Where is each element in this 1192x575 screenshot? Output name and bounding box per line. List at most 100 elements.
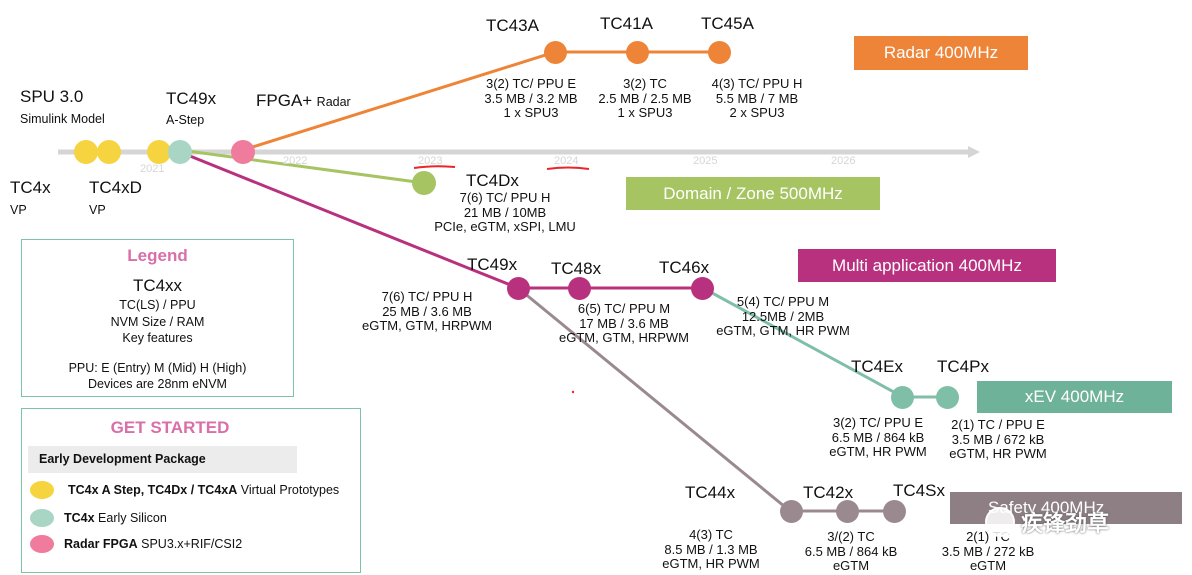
legend-line-features: Key features <box>122 331 193 345</box>
banner-domain: Domain / Zone 500MHz <box>626 177 880 210</box>
tc4dx-spec-cores: 7(6) TC/ PPU H <box>459 190 551 205</box>
tc46x-spec-mem: 12.5MB / 2MB <box>741 308 825 324</box>
node-tc4ex <box>891 386 914 409</box>
banner-radar: Radar 400MHz <box>854 36 1028 70</box>
tc41a-name: TC41A <box>600 14 653 33</box>
tc46x-name: TC46x <box>659 258 710 277</box>
node-fpga <box>231 140 255 164</box>
tc45a-spec-mem: 5.5 MB / 7 MB <box>715 90 799 106</box>
legend-line-cores: TC(LS) / PPU <box>119 298 196 312</box>
node-tc4sx <box>883 500 906 523</box>
tc4xd-name: TC4xD <box>89 178 142 197</box>
tc49x-spec-feat: eGTM, GTM, HRPWM <box>362 318 492 334</box>
tc44x-spec-cores: 4(3) TC <box>689 527 733 542</box>
banner-safety: Safety 400MHz <box>950 492 1182 524</box>
get-started-item-fpga: Radar FPGA SPU3.x+RIF/CSI2 <box>30 535 242 553</box>
tc42x-name: TC42x <box>803 483 854 502</box>
tc48x-spec-mem: 17 MB / 3.6 MB <box>579 315 669 331</box>
item-fpga-bold: Radar FPGA <box>64 537 138 551</box>
tc43a-spec-cores: 3(2) TC/ PPU E <box>485 76 577 91</box>
tc4px-spec-mem: 3.5 MB / 672 kB <box>951 431 1045 447</box>
item-silicon-bold: TC4x <box>64 511 95 525</box>
year-2021: 2021 <box>140 163 165 175</box>
legend-chip: TC4xx <box>132 276 183 295</box>
item-vp-bold: TC4x A Step, TC4Dx / TC4xA <box>68 483 238 497</box>
fpga-label: FPGA+ Radar <box>256 91 351 111</box>
timeline-arrowhead <box>968 146 980 158</box>
tc49x-spec-mem: 25 MB / 3.6 MB <box>382 303 472 319</box>
tc48x-specs: 6(5) TC/ PPU M 17 MB / 3.6 MB eGTM, GTM,… <box>553 301 695 346</box>
tc4dx-specs: 7(6) TC/ PPU H 21 MB / 10MB PCIe, eGTM, … <box>425 190 585 235</box>
tc41a-spec-cores: 3(2) TC <box>623 76 667 91</box>
tc4ex-spec-feat: eGTM, HR PWM <box>829 444 927 460</box>
tc4px-name: TC4Px <box>937 357 989 376</box>
red-speck <box>571 390 575 394</box>
node-tc49x <box>507 277 530 300</box>
watermark: 疾锋劲草 <box>985 506 1109 538</box>
legend-devices-note: Devices are 28nm eNVM <box>88 377 227 391</box>
tc42x-spec-mem: 6.5 MB / 864 kB <box>804 543 898 559</box>
tc4px-specs: 2(1) TC / PPU E 3.5 MB / 672 kB eGTM, HR… <box>938 417 1058 462</box>
tc41a-spec-feat: 1 x SPU3 <box>617 105 673 121</box>
node-tc4px <box>936 386 959 409</box>
node-tc4dx <box>412 171 436 195</box>
node-spu-1 <box>74 140 98 164</box>
legend-ppu-note: PPU: E (Entry) M (Mid) H (High) <box>68 361 247 375</box>
yellow-dot-icon <box>30 481 54 499</box>
tc46x-specs: 5(4) TC/ PPU M 12.5MB / 2MB eGTM, GTM, H… <box>710 294 856 339</box>
spu-name: SPU 3.0 <box>20 87 84 106</box>
tc46x-spec-cores: 5(4) TC/ PPU M <box>736 294 830 309</box>
multi-line <box>179 150 703 290</box>
tc4px-spec-feat: eGTM, HR PWM <box>949 446 1047 462</box>
node-spu-2 <box>97 140 121 164</box>
tc49x-spec-cores: 7(6) TC/ PPU H <box>381 289 473 304</box>
year-2024: 2024 <box>554 155 579 167</box>
fpga-sub: Radar <box>316 95 351 109</box>
tc44x-spec-mem: 8.5 MB / 1.3 MB <box>664 541 758 557</box>
tc44x-name: TC44x <box>685 483 736 502</box>
tc4x-name: TC4x <box>10 178 51 197</box>
legend-line-memory: NVM Size / RAM <box>110 315 205 329</box>
tc4sx-spec-feat: eGTM <box>969 558 1007 574</box>
underline-2024 <box>546 166 590 170</box>
tc4sx-specs: 2(1) TC 3.5 MB / 272 kB eGTM <box>928 529 1048 574</box>
tc43a-spec-mem: 3.5 MB / 3.2 MB <box>484 90 578 106</box>
get-started-title: GET STARTED <box>110 418 230 437</box>
tc44x-spec-feat: eGTM, HR PWM <box>662 556 760 572</box>
item-vp-rest: Virtual Prototypes <box>237 483 340 497</box>
tc43a-name: TC43A <box>486 16 539 35</box>
tc48x-spec-cores: 6(5) TC/ PPU M <box>577 301 671 316</box>
tc41a-specs: 3(2) TC 2.5 MB / 2.5 MB 1 x SPU3 <box>587 76 703 121</box>
year-2023: 2023 <box>418 155 443 167</box>
legend-title: Legend <box>127 246 188 265</box>
tc4dx-spec-mem: 21 MB / 10MB <box>463 204 547 220</box>
tc42x-specs: 3/(2) TC 6.5 MB / 864 kB eGTM <box>791 529 911 574</box>
year-2026: 2026 <box>831 155 856 167</box>
tc4x-sub: VP <box>10 203 27 217</box>
tc49x-name: TC49x <box>467 255 518 274</box>
underline-2023 <box>413 165 456 169</box>
tc41a-spec-mem: 2.5 MB / 2.5 MB <box>598 90 692 106</box>
tc45a-spec-feat: 2 x SPU3 <box>729 105 785 121</box>
tc43a-spec-feat: 1 x SPU3 <box>503 105 559 121</box>
tc42x-spec-feat: eGTM <box>832 558 870 574</box>
early-package-bar[interactable]: Early Development Package <box>28 446 297 473</box>
spu-sub: Simulink Model <box>20 112 105 126</box>
tc45a-name: TC45A <box>701 14 754 33</box>
item-silicon-rest: Early Silicon <box>94 511 167 525</box>
tc4ex-spec-cores: 3(2) TC/ PPU E <box>832 415 924 430</box>
tc48x-name: TC48x <box>551 259 602 278</box>
tc49x-astep-name: TC49x <box>166 89 217 108</box>
node-tc41a <box>626 41 649 64</box>
get-started-box: GET STARTED Early Development Package TC… <box>21 408 361 573</box>
fpga-name: FPGA+ <box>256 91 313 110</box>
tc49x-astep-sub: A-Step <box>166 113 205 127</box>
get-started-item-vp: TC4x A Step, TC4Dx / TC4xA Virtual Proto… <box>30 481 339 499</box>
watermark-logo-icon <box>985 507 1015 537</box>
tc49x-specs: 7(6) TC/ PPU H 25 MB / 3.6 MB eGTM, GTM,… <box>357 289 497 334</box>
early-package-label: Early Development Package <box>39 452 206 466</box>
banner-multi: Multi application 400MHz <box>798 249 1056 282</box>
node-tc42x <box>836 500 859 523</box>
tc4dx-name: TC4Dx <box>466 171 519 190</box>
year-2022: 2022 <box>283 155 308 167</box>
